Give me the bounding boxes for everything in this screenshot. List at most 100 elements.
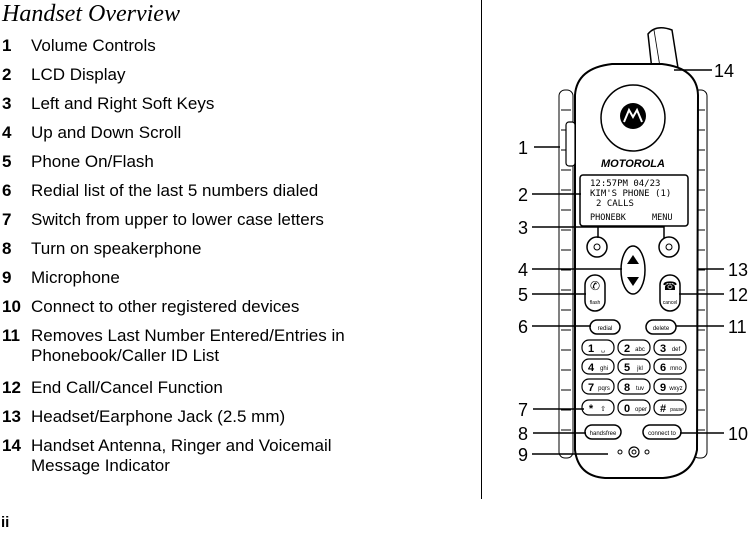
- phone-off-icon: ☎: [663, 279, 678, 293]
- item-number: 11: [2, 326, 20, 345]
- key-pound[interactable]: [653, 399, 687, 416]
- lcd-softkey-left: PHONEBK: [590, 213, 627, 223]
- delete-button[interactable]: [645, 319, 677, 335]
- key-letters: pause: [670, 407, 684, 413]
- key-6[interactable]: [653, 358, 687, 375]
- key-letters: ghi: [600, 366, 608, 372]
- key-digit: 7: [588, 382, 594, 394]
- item-number: 7: [2, 210, 12, 229]
- key-8[interactable]: [617, 378, 651, 395]
- item-number: 13: [2, 407, 21, 426]
- key-letters: tuv: [636, 386, 644, 392]
- lcd-display: [579, 174, 689, 227]
- item-text: Connect to other registered devices: [31, 297, 300, 316]
- feature-list: 1 Volume Controls 2 LCD Display 3 Left and …: [0, 36, 470, 476]
- delete-label: delete: [653, 326, 670, 332]
- callout-11: 11: [728, 317, 747, 337]
- scroll-key[interactable]: [620, 245, 646, 295]
- key-digit: 1: [588, 343, 594, 355]
- key-digit: 6: [660, 362, 666, 374]
- key-digit: 8: [624, 382, 630, 394]
- item-text: Phone On/Flash: [31, 152, 154, 171]
- key-digit: 2: [624, 343, 630, 355]
- item-text: LCD Display: [31, 65, 126, 84]
- handsfree-button[interactable]: [584, 424, 622, 440]
- left-grip: [558, 89, 574, 459]
- callout-line-3: [532, 226, 665, 238]
- key-letters: abc: [635, 347, 645, 353]
- mic-dot-right: [644, 449, 650, 455]
- callout-5: 5: [518, 285, 528, 305]
- key-letters: pqrs: [598, 386, 610, 392]
- callout-7: 7: [518, 400, 528, 420]
- callout-lines: [532, 69, 724, 455]
- key-5[interactable]: [617, 358, 651, 375]
- list-item: 5 Phone On/Flash: [0, 152, 470, 181]
- list-item: 2 LCD Display: [0, 65, 470, 94]
- item-number: 3: [2, 94, 12, 113]
- item-text: Volume Controls: [31, 36, 156, 55]
- volume-key: [565, 121, 576, 167]
- callout-3: 3: [518, 218, 528, 238]
- key-9[interactable]: [653, 378, 687, 395]
- lcd-softkey-right: MENU: [652, 213, 672, 223]
- key-1[interactable]: [581, 339, 615, 356]
- key-letters: ␣: [601, 347, 605, 353]
- connect-to-button[interactable]: [642, 424, 682, 440]
- item-text: Switch from upper to lower case letters: [31, 210, 324, 229]
- item-text: Microphone: [31, 268, 120, 287]
- list-item: 9 Microphone: [0, 268, 470, 297]
- item-number: 1: [2, 36, 12, 55]
- key-0[interactable]: [617, 399, 651, 416]
- callout-12: 12: [728, 285, 748, 305]
- right-soft-key-dot: [665, 243, 673, 251]
- lcd-line-3: 2 CALLS: [596, 199, 634, 209]
- callout-13: 13: [728, 260, 748, 280]
- key-2[interactable]: [617, 339, 651, 356]
- callout-6: 6: [518, 317, 528, 337]
- key-digit: 0: [624, 403, 630, 415]
- scroll-up-icon: [627, 255, 639, 264]
- item-number: 5: [2, 152, 12, 171]
- key-7[interactable]: [581, 378, 615, 395]
- page-title: Handset Overview: [2, 1, 180, 27]
- item-number: 4: [2, 123, 12, 142]
- key-3[interactable]: [653, 339, 687, 356]
- microphone-icon: [628, 446, 640, 458]
- callout-8: 8: [518, 424, 528, 444]
- key-digit: 3: [660, 343, 666, 355]
- redial-button[interactable]: [589, 319, 621, 335]
- item-text: Redial list of the last 5 numbers dialed: [31, 181, 319, 200]
- lcd-line-2: KIM'S PHONE (1): [590, 189, 671, 199]
- item-text: Turn on speakerphone: [31, 239, 202, 258]
- flash-button[interactable]: [584, 274, 606, 312]
- key-letters: jkl: [636, 366, 643, 372]
- callout-9: 9: [518, 445, 528, 465]
- mic-dot-left: [617, 449, 623, 455]
- item-number: 2: [2, 65, 12, 84]
- connect-to-label: connect to: [648, 431, 676, 437]
- cancel-button[interactable]: [659, 274, 681, 312]
- list-item: 10 Connect to other registered devices: [0, 297, 470, 326]
- item-number: 9: [2, 268, 12, 287]
- page-number: ii: [1, 514, 10, 531]
- key-4[interactable]: [581, 358, 615, 375]
- keypad: 1 ␣ 2 abc 3 def 4 ghi 5 jkl 6 mno 7 pqrs…: [581, 339, 687, 416]
- cancel-label: cancel: [663, 300, 677, 306]
- key-letters: wxyz: [668, 386, 682, 392]
- lcd-line-1: 12:57PM 04/23: [590, 179, 660, 189]
- item-number: 12: [2, 378, 21, 397]
- grip-ridges: [561, 109, 705, 431]
- item-number: 10: [2, 297, 21, 316]
- handset-illustration: MOTOROLA 12:57PM 04/23 KIM'S PHONE (1) 2…: [518, 27, 748, 479]
- left-soft-key-dot: [593, 243, 601, 251]
- item-text: Left and Right Soft Keys: [31, 94, 215, 113]
- item-number: 14: [2, 436, 21, 455]
- key-star[interactable]: [581, 399, 615, 416]
